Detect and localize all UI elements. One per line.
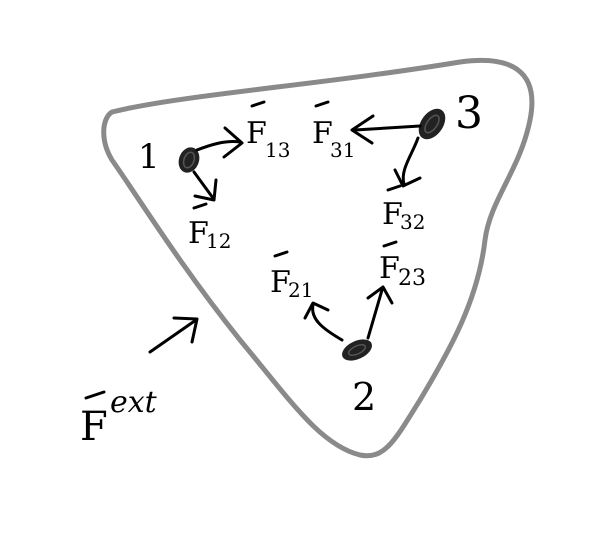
particle-2: 2 <box>342 339 376 419</box>
label-fext: F ext <box>80 385 158 450</box>
svg-text:F: F <box>379 251 400 286</box>
system-boundary <box>101 57 535 459</box>
particle-3: 3 <box>418 88 483 140</box>
particle-1-label: 1 <box>138 137 160 177</box>
svg-text:F: F <box>246 116 267 151</box>
label-f31: F 31 <box>312 100 355 162</box>
particle-1: 1 <box>138 137 200 177</box>
arrow-fext <box>148 316 199 354</box>
particle-3-label: 3 <box>455 88 483 139</box>
svg-text:21: 21 <box>288 278 313 302</box>
label-f21: F 21 <box>270 250 313 302</box>
svg-text:23: 23 <box>398 266 426 291</box>
svg-text:12: 12 <box>206 229 231 253</box>
arrow-f31 <box>350 114 422 145</box>
svg-text:F: F <box>312 116 333 151</box>
svg-text:13: 13 <box>265 138 290 162</box>
arrow-f21 <box>303 301 344 342</box>
label-f12: F 12 <box>188 202 231 253</box>
svg-text:31: 31 <box>330 138 355 162</box>
particle-2-dot <box>342 339 372 361</box>
particle-2-label: 2 <box>352 375 376 419</box>
svg-text:F: F <box>80 404 108 450</box>
svg-text:32: 32 <box>400 210 425 234</box>
svg-text:F: F <box>382 197 403 232</box>
arrow-f13 <box>195 126 244 159</box>
arrow-f32 <box>393 136 422 188</box>
arrow-f23 <box>366 285 394 340</box>
svg-text:ext: ext <box>110 385 158 420</box>
label-f13: F 13 <box>246 100 290 162</box>
svg-text:F: F <box>270 265 291 300</box>
svg-text:F: F <box>188 216 209 251</box>
label-f32: F 32 <box>382 184 425 234</box>
arrow-f12 <box>192 170 218 202</box>
label-f23: F 23 <box>379 240 426 291</box>
